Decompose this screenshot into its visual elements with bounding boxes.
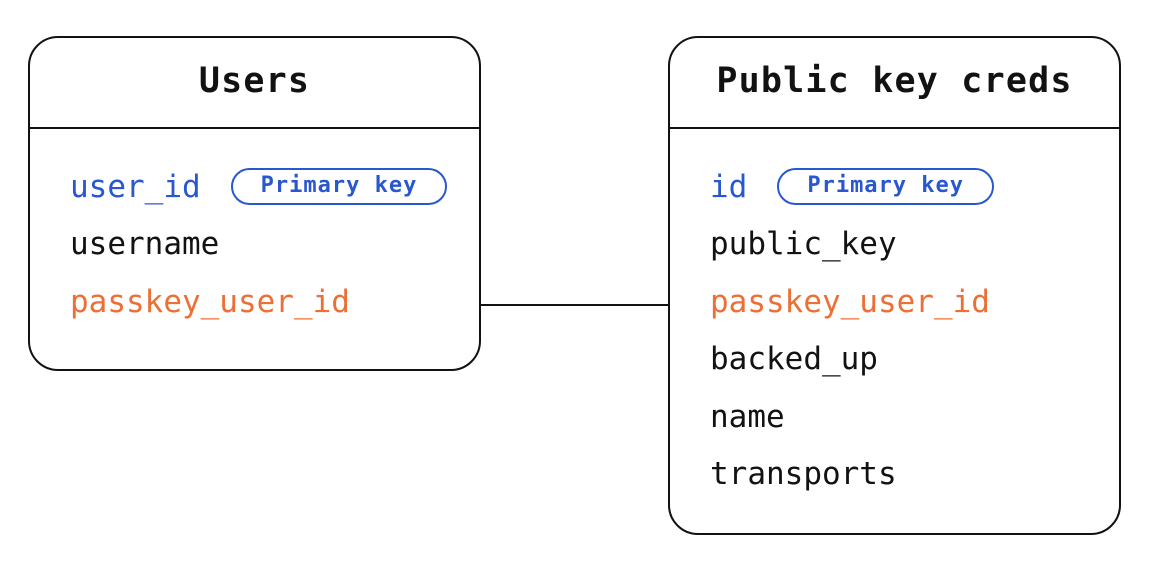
field-name: passkey_user_id [70,283,350,320]
table-title: Users [30,38,479,129]
field-row-name: name [710,388,1119,446]
field-row-public_key: public_key [710,216,1119,274]
table-fields: user_id Primary key username passkey_user_i… [30,129,479,331]
field-name: user_id [70,168,201,205]
table-title: Public key creds [670,38,1119,129]
field-row-backed_up: backed_up [710,331,1119,389]
field-name: id [710,168,748,205]
primary-key-badge: Primary key [777,168,995,206]
field-row-passkey_user_id: passkey_user_id [70,273,479,331]
field-row-username: username [70,216,479,274]
field-name: public_key [710,226,897,263]
field-name: username [70,226,220,263]
field-name: transports [710,456,897,493]
field-name: backed_up [710,341,878,378]
field-name: name [710,398,785,435]
table-public-key-creds: Public key creds id Primary key public_key… [668,36,1121,535]
primary-key-badge: Primary key [230,168,448,206]
field-row-transports: transports [710,446,1119,504]
field-name: passkey_user_id [710,283,990,320]
field-row-user_id: user_id Primary key [70,158,479,216]
field-row-passkey_user_id: passkey_user_id [710,273,1119,331]
field-row-id: id Primary key [710,158,1119,216]
relationship-line [481,304,668,306]
table-users: Users user_id Primary key username passkey_… [28,36,481,371]
